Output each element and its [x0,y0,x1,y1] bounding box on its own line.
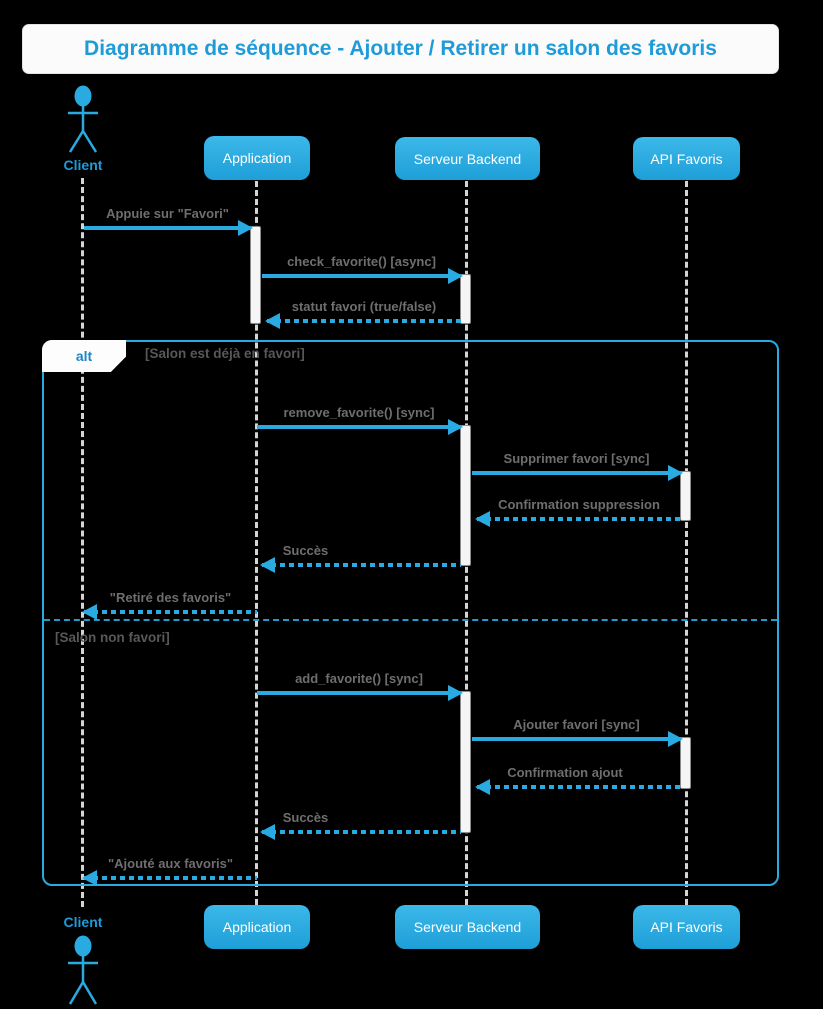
lifeline-client [81,178,84,907]
message-label: add_favorite() [sync] [295,671,423,686]
message-arrow [260,557,461,573]
participant-api-bottom: API Favoris [633,905,740,949]
participant-label: Application [222,919,292,935]
diagram-title-bar: Diagramme de séquence - Ajouter / Retire… [22,24,779,74]
message-arrow [475,779,681,795]
message-label: remove_favorite() [sync] [283,405,435,420]
message-retire-des-favoris: "Retiré des favoris" [82,590,257,620]
message-succes-1: Succès [260,543,461,573]
message-check-favorite: check_favorite() [async] [262,254,463,284]
alt-operator-tab: alt [42,340,126,372]
message-appuie-sur-favori: Appuie sur "Favori" [84,206,253,236]
participant-label: Serveur Backend [413,150,522,167]
message-arrow [82,604,257,620]
message-arrow [257,685,463,701]
guard-if-label: [Salon est déjà en favori] [145,346,305,361]
message-label: "Ajouté aux favoris" [107,856,234,871]
lifeline-application [255,181,258,905]
message-arrow [82,870,257,886]
message-arrow [472,731,683,747]
actor-icon [68,935,98,1005]
participant-client-top: Client [63,157,103,173]
message-label: Supprimer favori [sync] [503,451,650,466]
message-supprimer-favori: Supprimer favori [sync] [472,451,683,481]
participant-application-top: Application [204,136,310,180]
activation-api-2 [680,737,691,789]
guard-else-label: [Salon non favori] [55,630,170,645]
message-label: Confirmation ajout [507,765,623,780]
activation-serveur-3 [460,691,471,833]
activation-serveur-1 [460,274,471,324]
lifeline-api [685,181,688,905]
participant-client-bottom: Client [63,914,103,930]
message-confirmation-suppression: Confirmation suppression [475,497,681,527]
activation-api-1 [680,471,691,521]
message-arrow [265,313,461,329]
message-remove-favorite: remove_favorite() [sync] [257,405,463,435]
participant-label: API Favoris [650,919,723,935]
message-statut-favori: statut favori (true/false) [265,299,461,329]
message-add-favorite: add_favorite() [sync] [257,671,463,701]
alt-frame [42,340,779,886]
message-ajouter-favori: Ajouter favori [sync] [472,717,683,747]
message-arrow [472,465,683,481]
message-label: Succès [282,543,329,558]
message-label: Ajouter favori [sync] [513,717,640,732]
message-confirmation-ajout: Confirmation ajout [475,765,681,795]
alt-separator [44,619,777,621]
participant-label: API Favoris [650,150,723,167]
message-arrow [84,220,253,236]
participant-label: Application [222,150,292,166]
activation-serveur-2 [460,425,471,566]
message-arrow [257,419,463,435]
message-arrow [260,824,461,840]
participant-api-top: API Favoris [633,137,740,180]
message-arrow [475,511,681,527]
activation-application-1 [250,226,261,324]
participant-label: Serveur Backend [413,919,522,935]
message-label: statut favori (true/false) [291,299,437,314]
message-ajoute-aux-favoris: "Ajouté aux favoris" [82,856,257,886]
message-succes-2: Succès [260,810,461,840]
message-label: Succès [282,810,329,825]
participant-serveur-top: Serveur Backend [395,137,540,180]
diagram-title: Diagramme de séquence - Ajouter / Retire… [84,37,717,60]
participant-serveur-bottom: Serveur Backend [395,905,540,949]
alt-operator-label: alt [75,348,93,364]
message-arrow [262,268,463,284]
actor-icon [68,85,98,153]
message-label: Appuie sur "Favori" [106,206,229,221]
message-label: check_favorite() [async] [287,254,436,269]
participant-application-bottom: Application [204,905,310,949]
message-label: Confirmation suppression [498,497,660,512]
message-label: "Retiré des favoris" [109,590,232,605]
